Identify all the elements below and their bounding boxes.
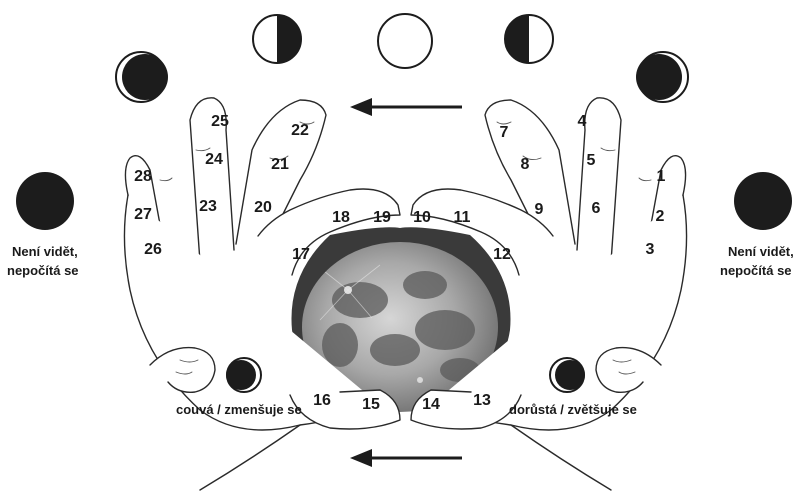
day-number: 13: [473, 392, 491, 409]
new-moon-caption-left-line2: nepočítá se: [7, 263, 79, 278]
new-moon-caption-right-line2: nepočítá se: [720, 263, 792, 278]
day-number: 12: [493, 246, 511, 263]
left-small-hand: [149, 346, 216, 393]
day-number: 28: [134, 168, 152, 185]
arrow-left-icon: [350, 98, 462, 116]
waxing-crescent-icon: [549, 357, 585, 393]
day-number: 4: [578, 113, 587, 130]
day-number: 21: [271, 156, 289, 173]
waning-crescent-icon: [226, 357, 262, 393]
new-moon-icon: [16, 172, 74, 230]
new-moon-caption-right-line1: Není vidět,: [728, 244, 794, 259]
day-number: 18: [332, 209, 350, 226]
waning-caption: couvá / zmenšuje se: [176, 402, 302, 417]
waxing-caption: dorůstá / zvětšuje se: [509, 402, 637, 417]
day-number: 3: [646, 241, 655, 258]
day-number: 22: [291, 122, 309, 139]
waning-crescent-icon: [636, 51, 689, 103]
day-number: 2: [656, 208, 665, 225]
new-moon-caption-left-line1: Není vidět,: [12, 244, 78, 259]
day-number: 17: [292, 246, 310, 263]
waxing-crescent-icon: [115, 51, 168, 103]
full-moon-icon: [377, 13, 433, 69]
finger-numbers: 1 2 3 4 5 6 7 8 9 10 11 12 13 14 15 16 1…: [134, 113, 665, 413]
day-number: 8: [521, 156, 530, 173]
right-small-hand: [595, 346, 662, 393]
full-moon-photo-icon: [302, 242, 498, 412]
last-quarter-icon: [504, 14, 554, 64]
day-number: 16: [313, 392, 331, 409]
arrow-left-icon: [350, 449, 462, 467]
day-number: 24: [205, 151, 223, 168]
day-number: 15: [362, 396, 380, 413]
day-number: 20: [254, 199, 272, 216]
day-number: 11: [454, 209, 471, 226]
day-number: 19: [373, 209, 391, 226]
day-number: 26: [144, 241, 162, 258]
day-number: 25: [211, 113, 229, 130]
day-number: 7: [500, 124, 509, 141]
day-number: 23: [199, 198, 217, 215]
day-number: 9: [535, 201, 544, 218]
day-number: 6: [592, 200, 601, 217]
day-number: 5: [587, 152, 596, 169]
first-quarter-icon: [252, 14, 302, 64]
new-moon-icon: [734, 172, 792, 230]
day-number: 27: [134, 206, 152, 223]
day-number: 14: [422, 396, 440, 413]
day-number: 1: [657, 168, 666, 185]
day-number: 10: [413, 209, 431, 226]
